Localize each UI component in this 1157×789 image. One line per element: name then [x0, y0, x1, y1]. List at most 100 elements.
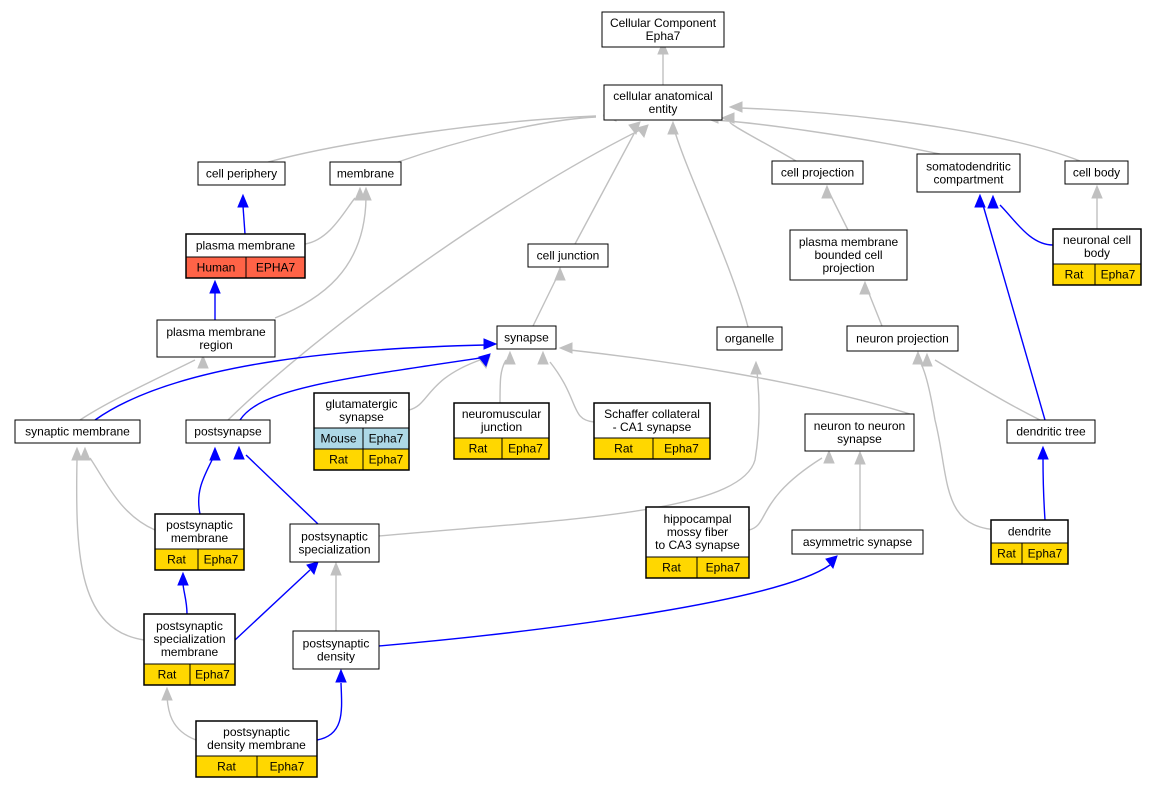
- species-label: Rat: [217, 760, 236, 774]
- species-label: Rat: [158, 668, 177, 682]
- edge-line: [739, 107, 1081, 162]
- arrowhead-icon: [1091, 184, 1103, 199]
- node-label-box: [789, 229, 908, 281]
- node-label: plasma membrane: [196, 239, 296, 253]
- gene-label: Epha7: [664, 442, 699, 456]
- edge-blue-41: [316, 668, 347, 741]
- gene-label: Epha7: [204, 553, 239, 567]
- arrowhead-icon: [197, 354, 209, 369]
- edge-gray-24: [378, 360, 762, 537]
- edge-line: [1042, 457, 1046, 521]
- edge-line: [499, 359, 507, 404]
- edge-line: [378, 564, 831, 647]
- node-label: organelle: [725, 332, 775, 346]
- edge-line: [234, 569, 311, 641]
- node-organelle[interactable]: organelle: [716, 326, 783, 351]
- edge-gray-8: [227, 124, 649, 421]
- edge-line: [75, 459, 145, 641]
- gene-label: Epha7: [369, 432, 404, 446]
- edge-line: [999, 204, 1054, 246]
- edge-line: [713, 119, 941, 155]
- arrowhead-icon: [1037, 445, 1049, 460]
- node-cell-junction[interactable]: cell junction: [527, 243, 609, 268]
- node-label: bounded cell: [814, 248, 882, 262]
- node-label-box: [527, 243, 609, 268]
- edge-blue-32: [974, 193, 1046, 421]
- arrowhead-icon: [821, 184, 833, 199]
- node-label-box: [916, 153, 1021, 193]
- node-label: synaptic membrane: [25, 425, 130, 439]
- node-label-box: [791, 529, 924, 555]
- node-label: specialization: [298, 543, 370, 557]
- node-neuron-projection[interactable]: neuron projection: [846, 325, 959, 352]
- node-outline: [313, 392, 410, 471]
- arrowhead-icon: [504, 350, 516, 365]
- species-label: Mouse: [320, 432, 356, 446]
- node-label: plasma membrane: [166, 325, 266, 339]
- node-outline: [195, 720, 318, 778]
- edge-line: [674, 131, 749, 328]
- node-label-box: [593, 402, 711, 439]
- node-synaptic-membrane[interactable]: synaptic membrane: [14, 419, 141, 444]
- node-label-box: [197, 161, 286, 186]
- node-label: to CA3 synapse: [655, 538, 740, 552]
- node-postsynapse[interactable]: postsynapse: [185, 419, 271, 444]
- edge-line: [239, 357, 481, 421]
- edge-gray-21: [912, 350, 1004, 531]
- node-dendritic-tree[interactable]: dendritic tree: [1006, 419, 1096, 444]
- edge-gray-14: [859, 280, 883, 327]
- edge-line: [919, 361, 1004, 531]
- node-label: postsynaptic: [156, 619, 223, 633]
- node-membrane[interactable]: membrane: [329, 161, 402, 186]
- edge-gray-20: [921, 352, 1041, 421]
- edge-line: [94, 344, 486, 421]
- node-label-box: [195, 720, 318, 757]
- node-label: plasma membrane: [799, 235, 899, 249]
- edge-line: [267, 115, 597, 163]
- edge-line: [532, 276, 558, 327]
- node-outline: [453, 402, 550, 460]
- node-cell-periphery[interactable]: cell periphery: [197, 161, 286, 186]
- node-label: somatodendritic: [926, 160, 1011, 174]
- node-synapse[interactable]: synapse: [496, 325, 557, 350]
- edge-line: [274, 197, 367, 319]
- node-label: density membrane: [207, 738, 306, 752]
- arrowhead-icon: [330, 561, 342, 576]
- node-label: postsynaptic: [303, 637, 370, 651]
- node-label-box: [771, 160, 864, 185]
- edge-line: [89, 457, 156, 531]
- node-label: - CA1 synapse: [613, 420, 692, 434]
- edge-line: [242, 205, 246, 235]
- node-cell-body[interactable]: cell body: [1064, 160, 1129, 185]
- node-asymmetric[interactable]: asymmetric synapse: [791, 529, 924, 555]
- arrowhead-icon: [478, 353, 491, 368]
- edge-gray-16: [558, 342, 911, 415]
- edge-line: [378, 371, 760, 537]
- arrowhead-icon: [912, 350, 924, 365]
- edge-gray-10: [274, 186, 372, 319]
- node-label: cell projection: [781, 166, 854, 180]
- node-cell-projection[interactable]: cell projection: [771, 160, 864, 185]
- edge-line: [934, 359, 1041, 421]
- node-outline: [143, 613, 236, 686]
- edge-line: [729, 121, 797, 162]
- edge-gray-28: [161, 686, 197, 741]
